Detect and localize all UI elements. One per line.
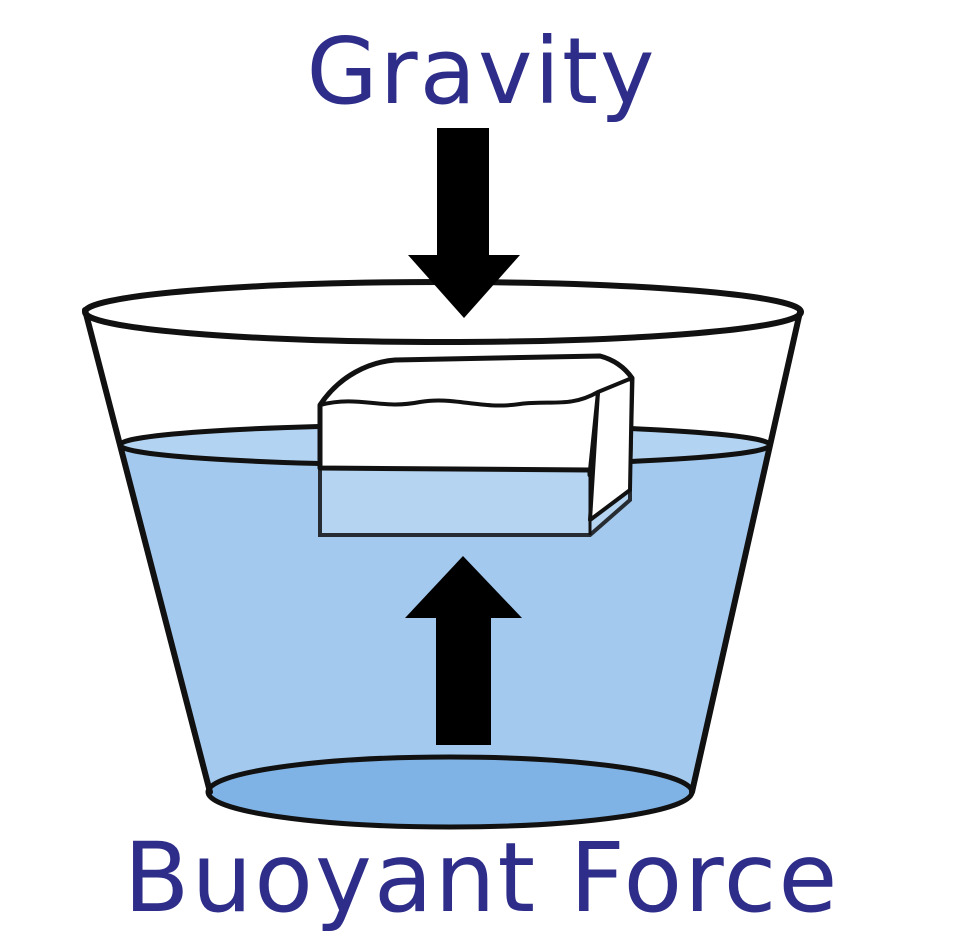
arrow-down-icon bbox=[408, 128, 520, 318]
buoyant-force-label: Buoyant Force bbox=[123, 822, 840, 934]
ice-block-side bbox=[588, 376, 634, 522]
ice-block-top-ridge bbox=[319, 390, 599, 408]
ice-block-front-edge bbox=[588, 391, 600, 471]
cup-right-wall bbox=[689, 309, 803, 795]
cup-bottom bbox=[205, 754, 695, 830]
arrow-up-icon bbox=[405, 556, 522, 745]
cup-left-wall bbox=[82, 307, 213, 795]
ice-block-top bbox=[317, 353, 635, 478]
gravity-label: Gravity bbox=[306, 18, 657, 125]
